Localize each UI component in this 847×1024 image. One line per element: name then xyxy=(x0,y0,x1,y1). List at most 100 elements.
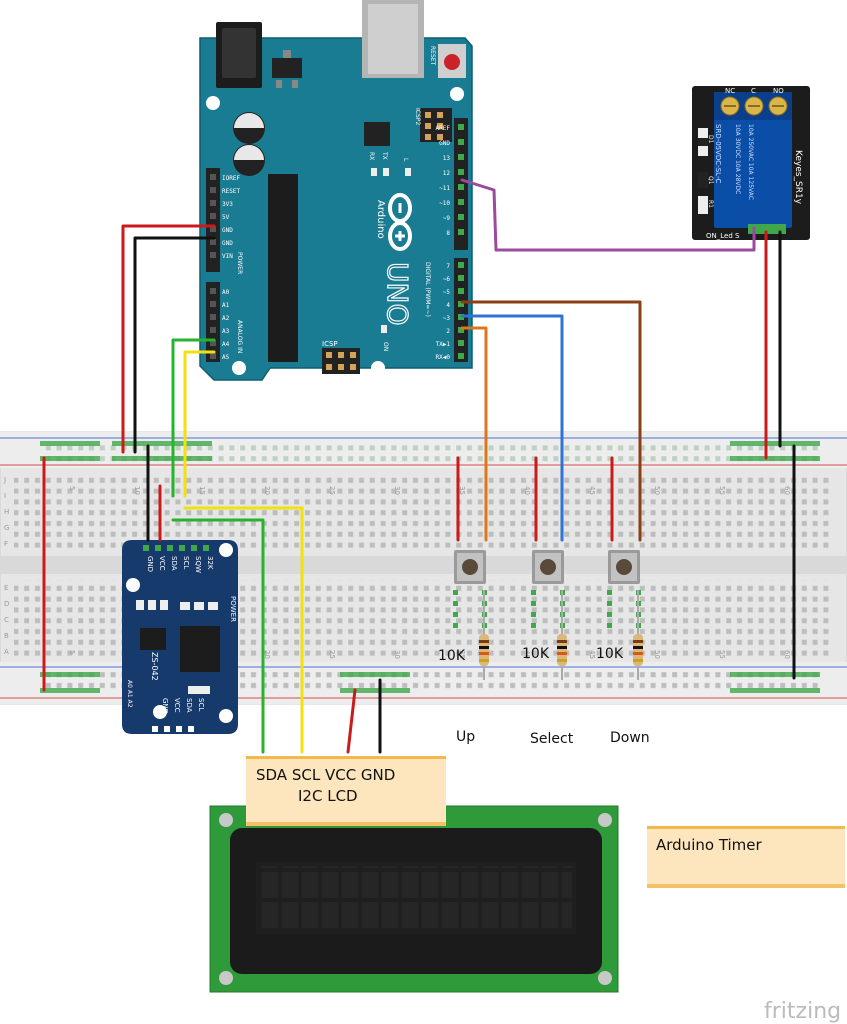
fritzing-watermark: fritzing xyxy=(764,999,841,1024)
relay-part-r1: R1 xyxy=(707,200,714,208)
header-pin xyxy=(458,124,464,130)
row-letter: I xyxy=(4,492,6,500)
title-note: Arduino Timer xyxy=(647,826,845,888)
rtc-bottom-pin-gnd: GND xyxy=(161,698,169,714)
analog-pin-label: A5 xyxy=(222,354,230,361)
header-pin xyxy=(458,169,464,175)
column-number: 55 xyxy=(718,486,726,495)
power-pin-label: GND xyxy=(222,240,233,247)
digital-pin-label: 12 xyxy=(443,170,451,177)
digital-pin-label: ~10 xyxy=(439,200,450,207)
header-pin xyxy=(210,213,216,219)
header-pin xyxy=(458,275,464,281)
arduino-brand: Arduino xyxy=(375,200,386,239)
row-letter: F xyxy=(4,540,8,548)
wire-pin13-relay xyxy=(460,178,756,252)
wire-pin3-select xyxy=(460,314,564,542)
header-pin xyxy=(458,327,464,333)
header-pin xyxy=(458,184,464,190)
row-letter: A xyxy=(4,648,9,656)
column-number: 45 xyxy=(588,486,596,495)
header-pin xyxy=(210,288,216,294)
digital-pin-label: 13 xyxy=(443,155,451,162)
header-pin xyxy=(458,353,464,359)
rtc-pin-gnd: GND xyxy=(146,556,154,572)
power-pin-label: IOREF xyxy=(222,175,240,182)
row-letter: J xyxy=(3,476,6,484)
column-number: 20 xyxy=(263,486,271,495)
header-pin xyxy=(210,187,216,193)
power-pin-label: RESET xyxy=(222,188,240,195)
lcd-character-grid xyxy=(260,866,572,930)
relay-text-line1: SRD-05VDC-SL-C xyxy=(714,124,722,183)
column-number: 45 xyxy=(588,650,596,659)
column-number: 55 xyxy=(718,650,726,659)
rtc-module: 32K SQW SCL SDA VCC GND SCL SDA VCC GND … xyxy=(122,540,238,734)
row-letter: G xyxy=(4,524,9,532)
column-number: 25 xyxy=(328,486,336,495)
rtc-model: ZS-042 xyxy=(150,652,159,681)
resistor-label-down: 10K xyxy=(596,646,624,662)
wires xyxy=(42,178,796,754)
title-note-text: Arduino Timer xyxy=(656,836,762,854)
wire-lcd-vcc xyxy=(346,688,357,754)
relay-terminal-c: C xyxy=(751,87,756,95)
power-pin-label: 5V xyxy=(222,214,230,221)
relay-text-line2: 10A 250VAC 10A 125VAC xyxy=(747,124,754,200)
lcd-note-line1: SDA SCL VCC GND xyxy=(256,766,396,784)
rtc-pin-32k: 32K xyxy=(206,556,214,570)
analog-pin-label: A1 xyxy=(222,302,230,309)
rx-label: RX xyxy=(368,152,375,160)
header-pin xyxy=(458,301,464,307)
digital-pin-label: GND xyxy=(439,140,450,147)
digital-pin-label: ~11 xyxy=(439,185,450,192)
resistor-10k xyxy=(479,590,489,680)
wire-5v xyxy=(121,224,216,454)
rtc-bottom-pin-sda: SDA xyxy=(185,698,193,713)
tx-label: TX xyxy=(381,151,388,160)
power-pin-label: VIN xyxy=(222,253,233,260)
icsp-label: ICSP xyxy=(322,340,338,348)
rtc-bottom-pin-scl: SCL xyxy=(197,698,205,711)
relay-name: Keyes_SR1y xyxy=(793,150,803,205)
analog-pin-label: A0 xyxy=(222,289,230,296)
rtc-address-label: A0 A1 A2 xyxy=(126,680,133,708)
relay-module: NC C NO SRD-05VDC-SL-C 10A 250VAC 10A 12… xyxy=(692,86,810,240)
column-number: 30 xyxy=(393,486,401,495)
analog-pin-label: A4 xyxy=(222,341,230,348)
row-letter: D xyxy=(4,600,9,608)
column-number: 30 xyxy=(393,650,401,659)
column-number: 20 xyxy=(263,650,271,659)
digital-pin-label: ~6 xyxy=(443,276,451,283)
relay-part-q1: Q1 xyxy=(707,176,714,185)
wire-pin4-down xyxy=(460,300,642,542)
column-number: 5 xyxy=(68,486,76,490)
relay-part-d1: D1 xyxy=(707,135,714,144)
push-button xyxy=(453,550,487,628)
column-number: 60 xyxy=(783,486,791,495)
column-number: 50 xyxy=(653,486,661,495)
header-pin xyxy=(210,226,216,232)
rtc-bottom-pin-vcc: VCC xyxy=(173,698,181,713)
digital-pin-label: 4 xyxy=(446,302,450,309)
header-pin xyxy=(210,239,216,245)
header-pin xyxy=(210,340,216,346)
rtc-pin-sqw: SQW xyxy=(194,556,202,573)
digital-title: DIGITAL (PWM=~) xyxy=(424,262,431,317)
analog-pin-label: A3 xyxy=(222,328,230,335)
header-pin xyxy=(210,353,216,359)
header-pin xyxy=(458,154,464,160)
header-pin xyxy=(458,262,464,268)
column-number: 60 xyxy=(783,650,791,659)
rtc-power-label: POWER xyxy=(229,596,237,622)
icsp2-label: ICSP2 xyxy=(414,108,421,125)
button-label-up: Up xyxy=(456,729,475,745)
column-number: 15 xyxy=(198,486,206,495)
l-label: L xyxy=(402,158,409,162)
wire-a5-scl xyxy=(183,350,216,498)
push-button xyxy=(531,550,565,628)
lcd-note-line2: I2C LCD xyxy=(298,787,358,805)
wire-lcd-scl xyxy=(183,506,304,754)
resistor-label-select: 10K xyxy=(522,646,550,662)
digital-pin-label: TX▶1 xyxy=(436,341,451,348)
